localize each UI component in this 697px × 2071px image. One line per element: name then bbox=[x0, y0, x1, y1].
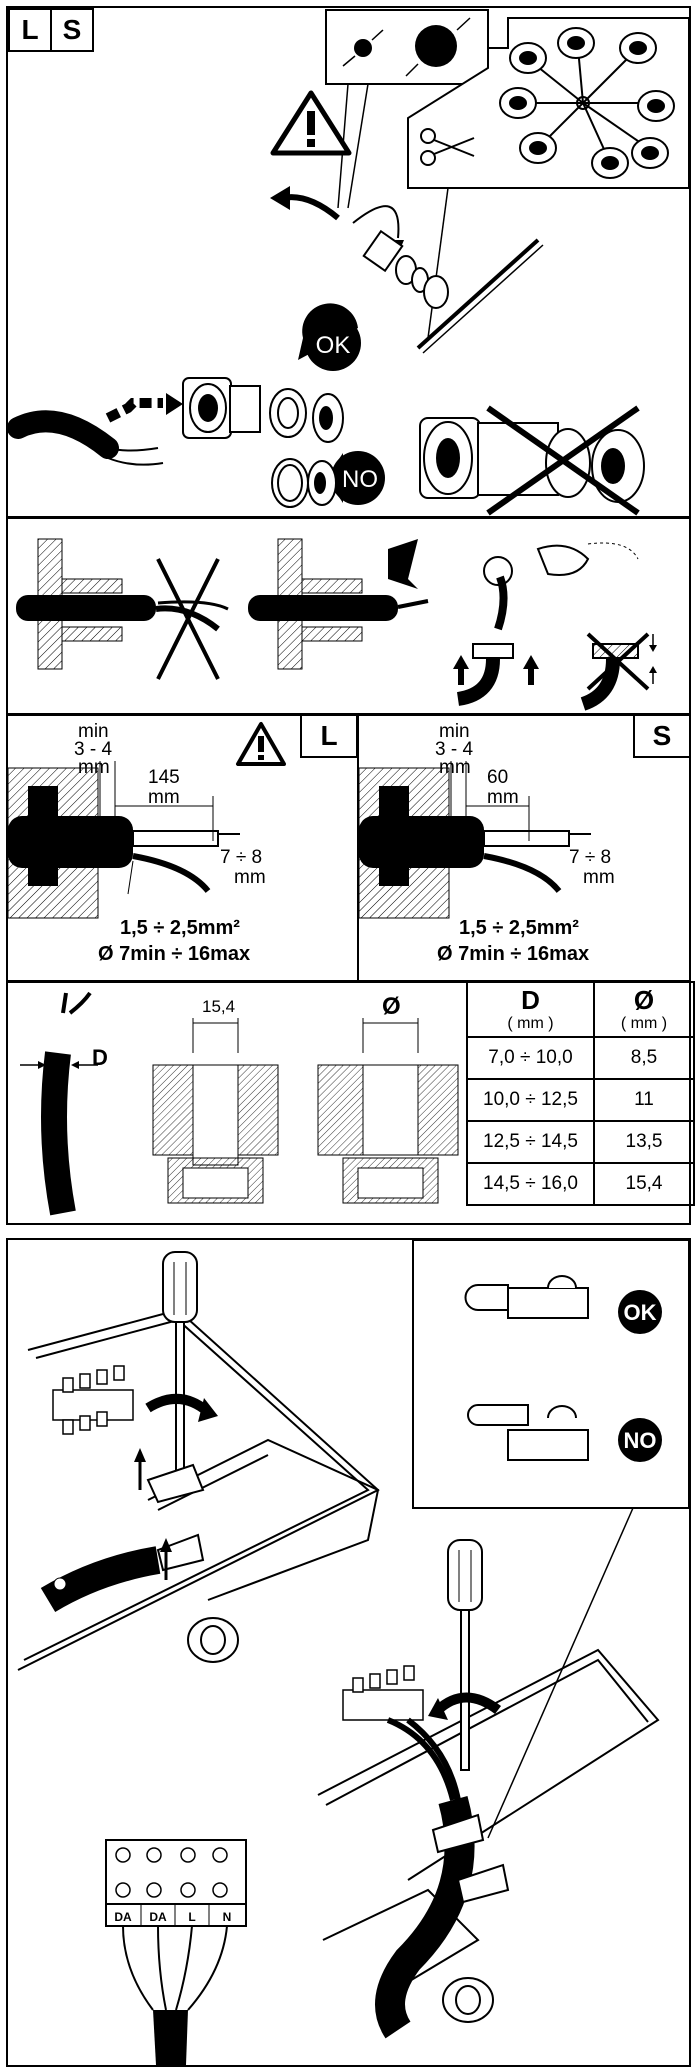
no-badge bbox=[618, 1418, 662, 1462]
gland-diameter-label: Ø bbox=[382, 993, 401, 1020]
terminal-block-upper bbox=[52, 1365, 134, 1435]
screwdriver-lower bbox=[428, 1539, 502, 1771]
terminal-block-lower bbox=[342, 1665, 424, 1721]
ok-badge-text: OK bbox=[624, 1300, 657, 1325]
section-label: 1,5 ÷ 2,5mm² bbox=[120, 917, 240, 939]
panel-strip-left: min 3 - 4 mm 145 mm 7 ÷ 8 mm 1,5 ÷ 2,5mm… bbox=[6, 714, 359, 982]
panel-gland-sealing bbox=[6, 517, 691, 715]
nut-tighten-wrong bbox=[580, 632, 657, 711]
screwdriver-upper bbox=[145, 1251, 218, 1473]
strip-length: 60 bbox=[487, 767, 509, 788]
header-diameter: Ø( mm ) bbox=[593, 981, 695, 1038]
tag-s: S bbox=[633, 714, 691, 758]
clamp-detail-box: OK NO bbox=[412, 1240, 689, 1839]
tag-l: L bbox=[300, 714, 358, 758]
panel-gland-preparation: L S bbox=[6, 6, 691, 518]
cable-lower bbox=[375, 1717, 510, 2039]
strip-length: 145 bbox=[148, 767, 180, 788]
gland-explode-small bbox=[362, 229, 544, 354]
seal-correct bbox=[248, 538, 429, 670]
gland-section-1 bbox=[152, 1018, 279, 1204]
wrench-icon bbox=[536, 544, 590, 576]
panel-cable-clamp: OK NO bbox=[6, 1238, 691, 2067]
min-unit: mm bbox=[78, 757, 110, 778]
wrong-assembly bbox=[419, 405, 645, 516]
wire-unit: mm bbox=[234, 867, 266, 888]
seal-wrong bbox=[16, 538, 229, 680]
section-label: 1,5 ÷ 2,5mm² bbox=[459, 917, 579, 939]
tag-s: S bbox=[50, 8, 94, 52]
scissors-icon bbox=[420, 128, 475, 166]
strip-unit: mm bbox=[487, 787, 519, 808]
diameter-label: Ø 7min ÷ 16max bbox=[98, 943, 251, 965]
clamp-upper bbox=[40, 1448, 239, 1663]
tag-l: L bbox=[8, 8, 52, 52]
cable-insert bbox=[8, 377, 344, 508]
strip-left-illustration bbox=[8, 761, 240, 919]
cable-clamp-illustration: OK NO bbox=[17, 1240, 689, 2065]
push-arrow-icon bbox=[388, 539, 418, 589]
gland-sealing-illustration bbox=[16, 538, 657, 711]
ok-badge: OK bbox=[298, 303, 361, 371]
terminal-label-l: L bbox=[188, 1910, 195, 1924]
warning-icon bbox=[236, 722, 286, 766]
nut-tighten-correct bbox=[453, 643, 539, 706]
header-d: D( mm ) bbox=[466, 981, 595, 1038]
terminal-diagram: DA DA L N bbox=[105, 1839, 247, 2065]
wire-unit: mm bbox=[583, 867, 615, 888]
no-badge-text: NO bbox=[342, 466, 378, 493]
terminal-label-da-2: DA bbox=[149, 1910, 167, 1924]
ok-badge-text: OK bbox=[316, 332, 351, 359]
panel-strip-right: min 3 - 4 mm 60 mm 7 ÷ 8 mm 1,5 ÷ 2,5mm²… bbox=[357, 714, 691, 982]
terminal-label-da-1: DA bbox=[114, 1910, 132, 1924]
wrench-detail bbox=[483, 542, 639, 631]
min-value: 3 - 4 bbox=[74, 739, 113, 760]
cable-label: D bbox=[92, 1045, 108, 1070]
no-badge-text: NO bbox=[624, 1428, 657, 1453]
ok-badge bbox=[618, 1290, 662, 1334]
cable-diameter-sample bbox=[20, 991, 98, 1216]
gland-sprue-callout bbox=[407, 17, 689, 339]
strip-right-illustration bbox=[359, 761, 591, 919]
terminal-label-n: N bbox=[223, 1910, 232, 1924]
gland-preparation-illustration: OK NO bbox=[8, 9, 689, 516]
gland-sizes-illustration bbox=[20, 991, 459, 1216]
min-label: min bbox=[78, 721, 109, 742]
gland-section-2 bbox=[317, 1018, 459, 1204]
min-value: 3 - 4 bbox=[435, 739, 474, 760]
gland-width-label: 15,4 bbox=[202, 997, 236, 1016]
min-unit: mm bbox=[439, 757, 471, 778]
wire-strip: 7 ÷ 8 bbox=[569, 847, 612, 868]
housing-upper bbox=[17, 1308, 380, 1671]
wire-strip: 7 ÷ 8 bbox=[220, 847, 263, 868]
min-label: min bbox=[439, 721, 470, 742]
warning-icon bbox=[270, 90, 352, 156]
diameter-label: Ø 7min ÷ 16max bbox=[437, 943, 590, 965]
strip-unit: mm bbox=[148, 787, 180, 808]
hole-size-callout bbox=[325, 9, 489, 209]
